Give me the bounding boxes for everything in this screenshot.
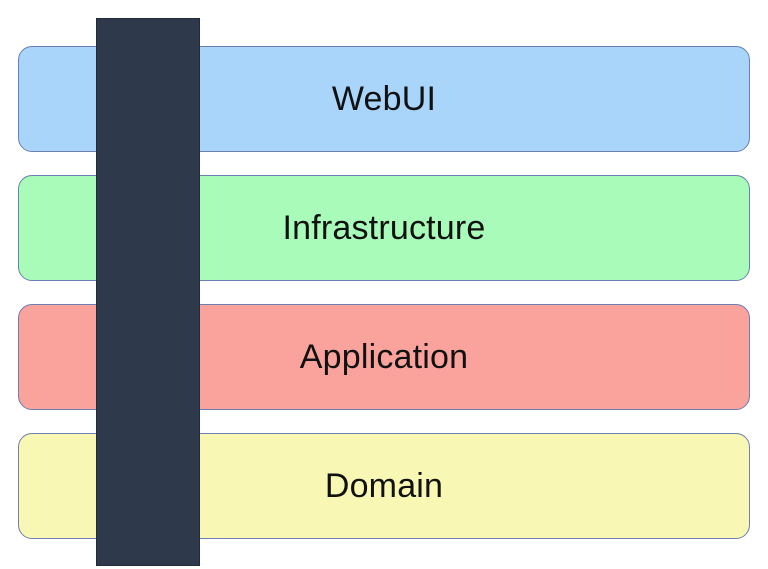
layer-label-application: Application bbox=[299, 337, 469, 376]
layer-infrastructure: Infrastructure bbox=[18, 175, 750, 281]
layer-label-domain: Domain bbox=[324, 466, 444, 505]
cross-cutting-bar bbox=[96, 18, 200, 566]
layer-label-infrastructure: Infrastructure bbox=[282, 208, 486, 247]
layer-label-webui: WebUI bbox=[331, 79, 437, 118]
